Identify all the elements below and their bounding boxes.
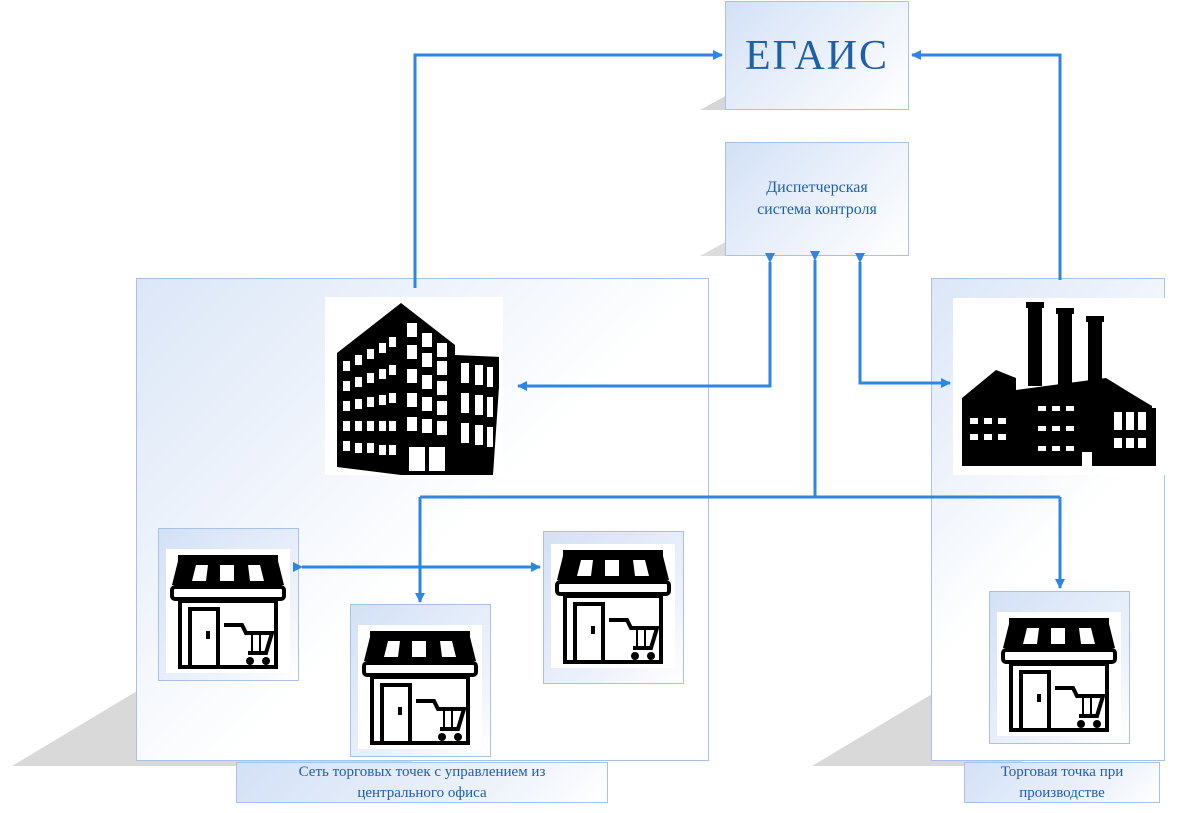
factory[interactable] [953,298,1165,475]
retail-network-caption: Сеть торговых точек с управлением из цен… [236,762,608,803]
store-with-cart-icon [362,631,478,745]
store-right[interactable] [543,531,684,684]
arrow-office-control [517,253,775,391]
store-with-cart-icon [170,555,286,669]
store-left-frame [166,549,290,673]
store-with-cart-icon [555,550,671,664]
store-center-frame [358,625,482,749]
store-factory-frame [997,612,1121,736]
factory-icon [962,302,1156,466]
store-factory-outlet[interactable] [989,591,1130,744]
control-system-box[interactable]: Диспетчерская система контроля [725,142,909,256]
control-system-label: Диспетчерская система контроля [757,179,877,218]
arrow-office-to-egais [413,50,723,288]
store-right-frame [551,544,675,668]
arrow-factory-to-egais [911,50,1062,280]
office-building-icon [337,303,499,475]
office-building[interactable] [325,297,503,475]
egais-box[interactable]: ЕГАИС [725,1,909,110]
egais-label: ЕГАИС [744,32,890,79]
store-left[interactable] [158,528,299,681]
factory-outlet-caption: Торговая точка при производстве [964,762,1160,803]
store-with-cart-icon [1001,618,1117,732]
store-center[interactable] [350,604,491,757]
arrow-factory-control [855,253,951,388]
